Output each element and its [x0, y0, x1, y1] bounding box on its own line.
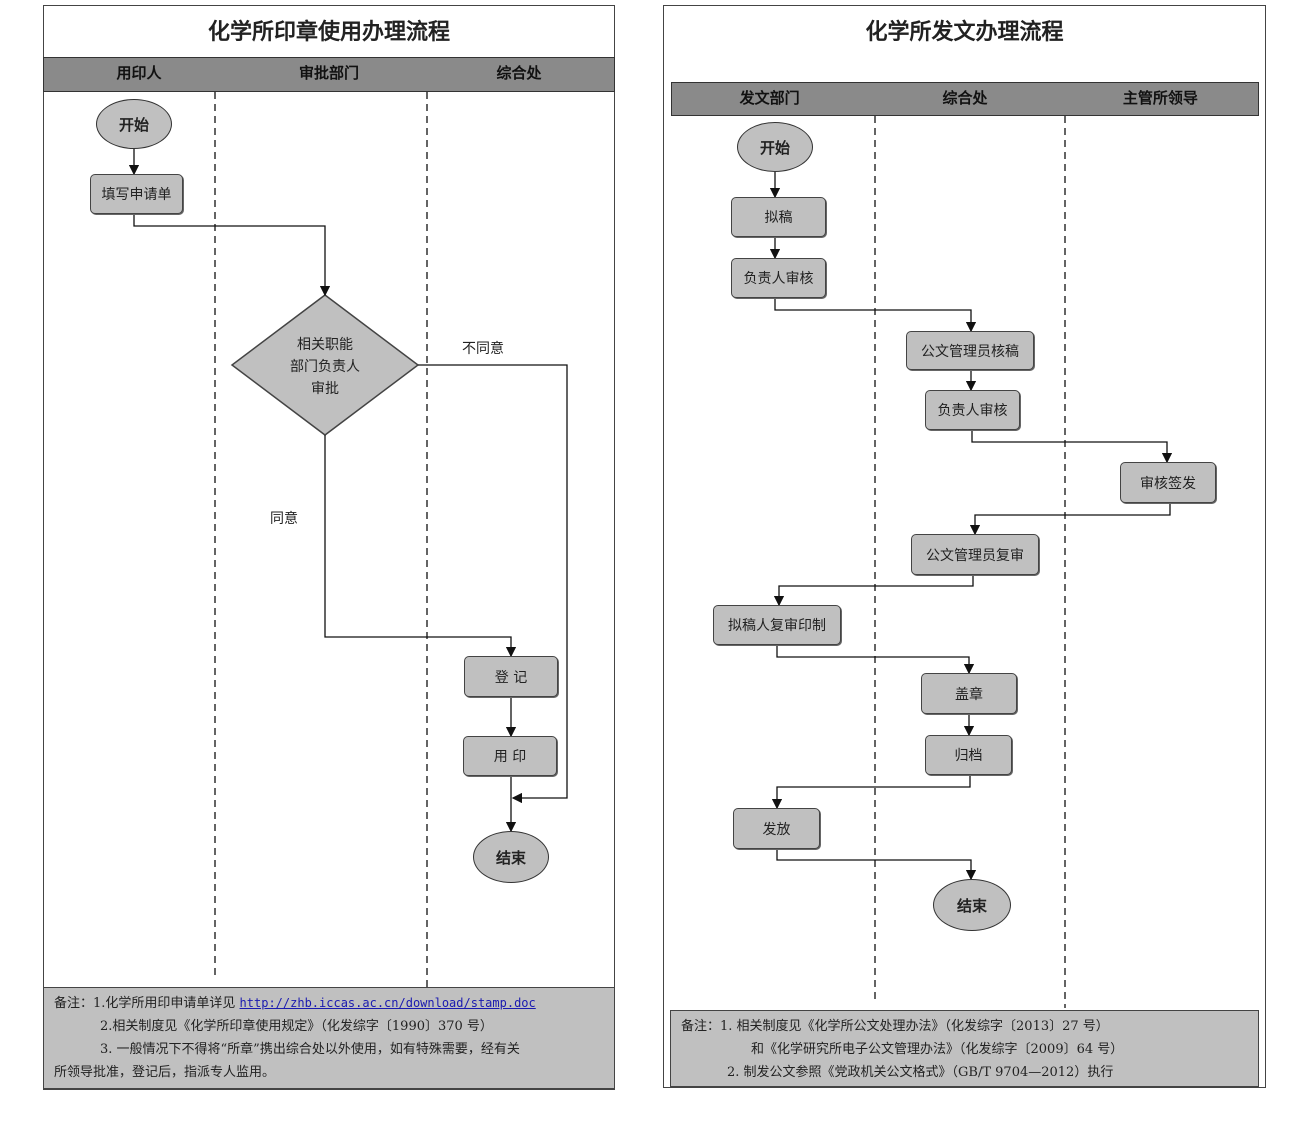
lane-dividers — [214, 92, 1066, 1008]
note-3: 3. 一般情况下不得将“所章”携出综合处以外使用，如有特殊需要，经有关 — [100, 1042, 520, 1057]
note-1-cont: 和《化学研究所电子公文管理办法》（化发综字〔2009〕64 号） — [751, 1042, 1124, 1057]
stamp-form-link[interactable]: http://zhb.iccas.ac.cn/download/stamp.do… — [239, 996, 536, 1010]
seal-step: 盖章 — [921, 673, 1017, 714]
seal-lane-header: 用印人 审批部门 综合处 — [43, 57, 615, 92]
lane-issuing-dept: 发文部门 — [739, 89, 800, 107]
sign-issue-step: 审核签发 — [1120, 462, 1216, 503]
decision-line: 相关职能 — [297, 337, 353, 353]
decision-text: 相关职能 部门负责人 审批 — [265, 334, 385, 400]
note-3-cont: 所领导批准，登记后，指派专人监用。 — [54, 1065, 276, 1080]
approve-label: 同意 — [270, 511, 298, 527]
stamp-step: 用 印 — [463, 736, 557, 776]
head-review-step-2: 负责人审核 — [925, 390, 1020, 430]
clerk-recheck-step: 公文管理员复审 — [911, 534, 1039, 575]
drafter-print-step: 拟稿人复审印制 — [713, 605, 841, 645]
note-1: 备注：1.化学所用印申请单详见 — [54, 996, 240, 1011]
fill-form-step: 填写申请单 — [90, 174, 183, 214]
document-flowchart-title: 化学所发文办理流程 — [865, 20, 1064, 45]
lane-applicant: 用印人 — [116, 64, 162, 82]
decision-line: 审批 — [311, 381, 339, 397]
note-2: 2. 制发公文参照《党政机关公文格式》（GB/T 9704—2012）执行 — [727, 1065, 1114, 1080]
lane-leader: 主管所领导 — [1122, 89, 1198, 107]
document-lane-header: 发文部门 综合处 主管所领导 — [671, 82, 1259, 116]
document-notes: 备注：1. 相关制度见《化学所公文处理办法》（化发综字〔2013〕27 号） 和… — [670, 1010, 1259, 1087]
decision-line: 部门负责人 — [290, 359, 360, 375]
clerk-check-step: 公文管理员核稿 — [906, 331, 1034, 370]
seal-notes: 备注：1.化学所用印申请单详见 http://zhb.iccas.ac.cn/d… — [43, 987, 615, 1089]
seal-end-node: 结束 — [473, 831, 549, 883]
lane-general-office: 综合处 — [942, 89, 988, 107]
doc-start-node: 开始 — [737, 122, 813, 172]
lane-general-office: 综合处 — [496, 64, 542, 82]
archive-step: 归档 — [925, 735, 1012, 775]
register-step: 登 记 — [464, 656, 558, 697]
lane-approval-dept: 审批部门 — [298, 64, 359, 82]
distribute-step: 发放 — [733, 808, 820, 849]
note-1: 备注：1. 相关制度见《化学所公文处理办法》（化发综字〔2013〕27 号） — [681, 1019, 1109, 1034]
doc-end-node: 结束 — [933, 879, 1011, 931]
seal-start-node: 开始 — [96, 99, 172, 149]
draft-step: 拟稿 — [731, 197, 826, 237]
note-2: 2.相关制度见《化学所印章使用规定》（化发综字〔1990〕370 号） — [100, 1019, 493, 1034]
seal-flowchart-title: 化学所印章使用办理流程 — [207, 20, 450, 45]
head-review-step: 负责人审核 — [731, 258, 826, 298]
reject-label: 不同意 — [462, 341, 504, 357]
